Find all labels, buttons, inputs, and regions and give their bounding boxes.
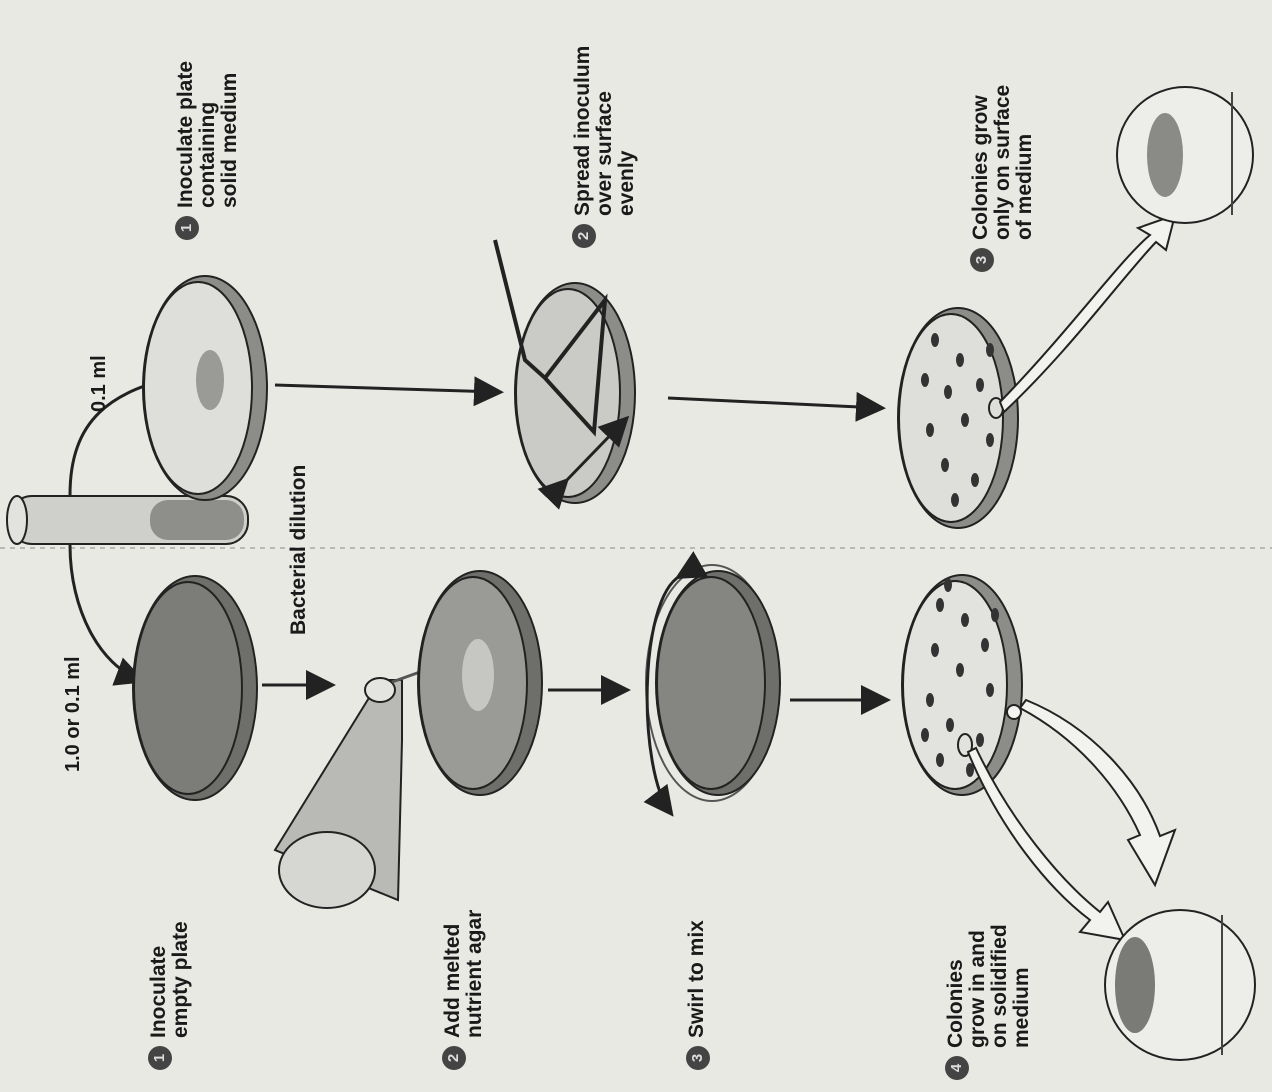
spread-step-2-label: 2 Spread inoculum over surface evenly: [572, 46, 638, 248]
volume-spread-label: 0.1 ml: [88, 355, 110, 412]
pour-step-1-label: 1 Inoculate empty plate: [148, 921, 192, 1070]
petri-dish-solid-medium-icon: [143, 276, 267, 500]
step-number-badge: 3: [686, 1046, 710, 1070]
step-text-line: solid medium: [219, 61, 241, 208]
volume-pour-label: 1.0 or 0.1 ml: [62, 656, 84, 772]
petri-dish-empty-icon: [133, 576, 257, 800]
pour-step-3-label: 3 Swirl to mix: [686, 920, 710, 1070]
magnified-embedded-colony-icon: [1105, 910, 1255, 1060]
magnify-arrow-embedded: [968, 748, 1125, 940]
step-number-badge: 3: [970, 248, 994, 272]
step-text-line: Inoculate plate: [175, 61, 197, 208]
step-text-line: over surface: [594, 46, 616, 216]
tube-label: Bacterial dilution: [288, 465, 310, 635]
step-number-badge: 2: [442, 1046, 466, 1070]
step-text-line: evenly: [616, 46, 638, 216]
flask-icon: [275, 678, 402, 908]
petri-dish-embedded-colonies-icon: [902, 575, 1022, 795]
volume-pour-text: 1.0 or 0.1 ml: [62, 656, 84, 772]
step-text-line: Inoculate: [148, 921, 170, 1038]
step-text-line: Colonies: [945, 924, 967, 1048]
spread-step-1-label: 1 Inoculate plate containing solid mediu…: [175, 61, 241, 240]
test-tube-icon: [7, 496, 248, 544]
petri-dish-swirl-icon: [646, 565, 780, 801]
step-text-line: containing: [197, 61, 219, 208]
step-text-line: grow in and: [967, 924, 989, 1048]
pour-step-4-label: 4 Colonies grow in and on solidified med…: [945, 924, 1033, 1080]
step-text-line: of medium: [1014, 85, 1036, 240]
spread-step-3-label: 3 Colonies grow only on surface of mediu…: [970, 85, 1036, 272]
arrow-spread-2: [668, 398, 880, 408]
petri-dish-melted-agar-icon: [418, 571, 542, 795]
tube-label-text: Bacterial dilution: [288, 465, 310, 635]
step-number-badge: 2: [572, 224, 596, 248]
step-number-badge: 1: [148, 1046, 172, 1070]
petri-dish-surface-colonies-icon: [898, 308, 1018, 528]
step-text-line: Colonies grow: [970, 85, 992, 240]
step-number-badge: 4: [945, 1056, 969, 1080]
step-text-line: empty plate: [170, 921, 192, 1038]
step-text-line: Add melted: [442, 910, 464, 1038]
step-text-line: Spread inoculum: [572, 46, 594, 216]
volume-spread-text: 0.1 ml: [88, 355, 110, 412]
agar-pour-stream: [392, 672, 420, 682]
step-text-line: on solidified: [989, 924, 1011, 1048]
step-text-line: Swirl to mix: [686, 920, 708, 1038]
step-text-line: medium: [1011, 924, 1033, 1048]
magnified-surface-colony-icon: [1117, 87, 1253, 223]
step-text-line: only on surface: [992, 85, 1014, 240]
arrow-spread-1: [275, 385, 498, 392]
step-number-badge: 1: [175, 216, 199, 240]
pour-step-2-label: 2 Add melted nutrient agar: [442, 910, 486, 1070]
step-text-line: nutrient agar: [464, 910, 486, 1038]
